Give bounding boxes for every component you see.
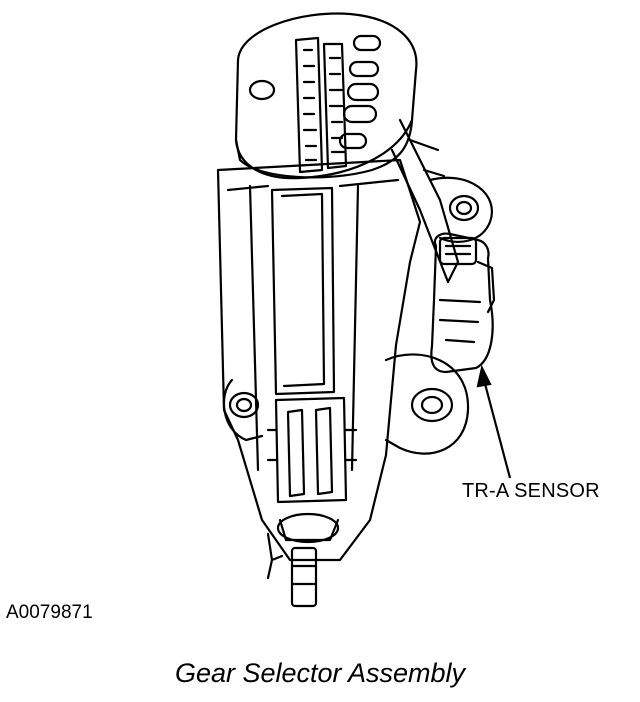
selector-plate (234, 12, 418, 180)
callout-arrowhead (476, 364, 492, 388)
figure-caption: Gear Selector Assembly (174, 658, 466, 688)
callout-leader-line (482, 379, 512, 479)
bolt-hole-upper (448, 194, 480, 222)
output-gear (276, 512, 340, 544)
bolt-hole-right (410, 387, 454, 423)
shaft-channel (270, 186, 336, 396)
gate-slot-column (294, 36, 324, 174)
detent-slot (352, 34, 382, 52)
output-shaft (290, 546, 318, 608)
mounting-flange-right (384, 353, 470, 455)
linkage-arm (390, 118, 460, 284)
output-shaft-housing (274, 396, 348, 504)
tr-a-sensor-connector (438, 236, 478, 266)
bolt-hole-left (228, 391, 260, 419)
tr-a-sensor-label: TR-A SENSOR (462, 480, 600, 502)
mounting-flange-left (222, 378, 264, 442)
plate-boss (248, 79, 276, 101)
mounting-ear-upper (428, 176, 493, 243)
figure-id: A0079871 (6, 602, 93, 623)
housing-body (216, 158, 422, 562)
tr-a-sensor-body (430, 232, 494, 374)
